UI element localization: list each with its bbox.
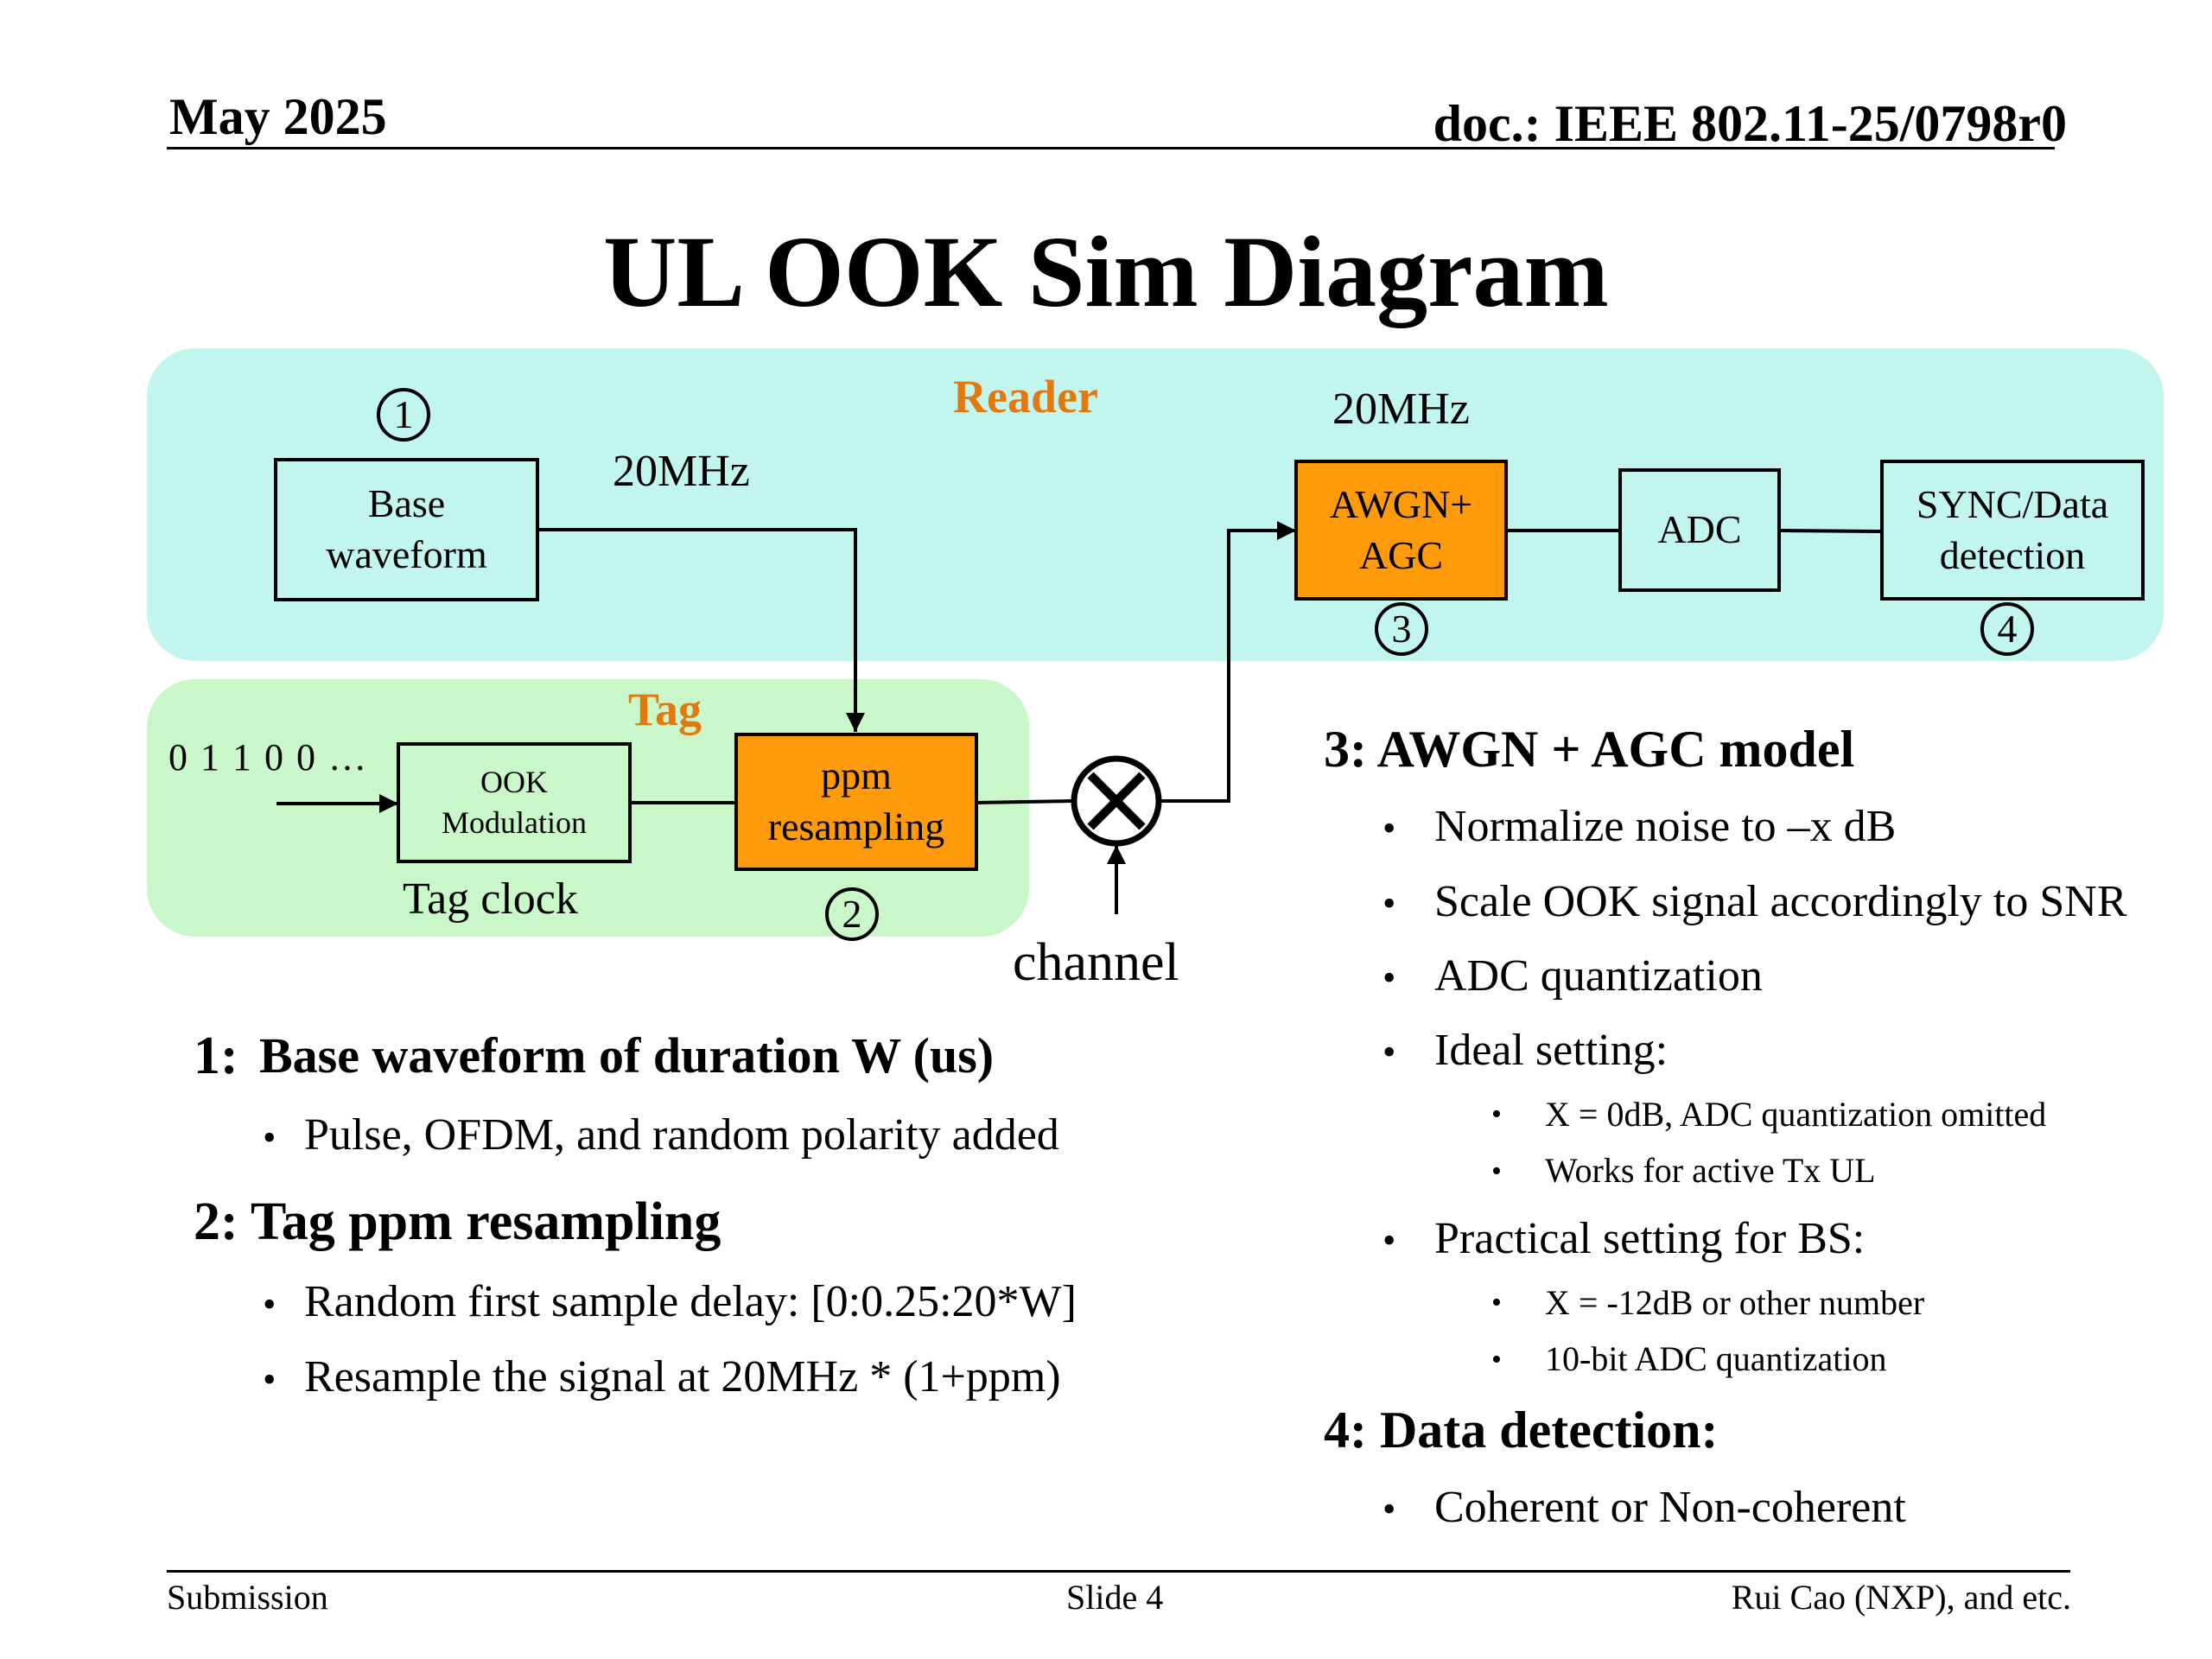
bullet-dot: • <box>1382 882 1396 925</box>
footer-slide-number: Slide 4 <box>1066 1578 1164 1617</box>
bit-sequence-label: 0 1 1 0 0 … <box>168 736 368 779</box>
bullet-dot: • <box>263 1283 276 1325</box>
sync-data-detection-block: SYNC/Data detection <box>1880 460 2145 601</box>
bullet-dot: • <box>1491 1098 1502 1130</box>
section-2-bullet-1: Random first sample delay: [0:0.25:20*W] <box>304 1277 1077 1326</box>
step-marker-2: 2 <box>825 887 879 941</box>
practical-setting-bullet: Practical setting for BS: <box>1434 1214 1866 1263</box>
section-2-title: 2: Tag ppm resampling <box>194 1192 721 1251</box>
slide-title: UL OOK Sim Diagram <box>603 215 1609 328</box>
section-4-bullet-1: Coherent or Non-coherent <box>1434 1483 1906 1532</box>
bullet-dot: • <box>263 1116 276 1159</box>
footer-submission: Submission <box>167 1578 328 1617</box>
step-marker-1: 1 <box>377 388 430 442</box>
freq-label-20mhz-1: 20MHz <box>613 447 750 496</box>
tag-label: Tag <box>628 683 702 735</box>
footer-rule <box>167 1570 2070 1573</box>
base-waveform-block: Base waveform <box>274 458 539 601</box>
section-3-bullet-3: ADC quantization <box>1434 951 1763 1001</box>
step-marker-3: 3 <box>1375 602 1428 656</box>
footer-author: Rui Cao (NXP), and etc. <box>1731 1578 2071 1617</box>
section-2-bullet-2: Resample the signal at 20MHz * (1+ppm) <box>304 1352 1061 1402</box>
header-rule <box>167 147 2055 149</box>
section-3-bullet-1: Normalize noise to –x dB <box>1434 802 1897 851</box>
section-1-title: Base waveform of duration W (us) <box>259 1027 995 1084</box>
practical-sub-bullet-2: 10-bit ADC quantization <box>1545 1339 1887 1378</box>
section-3-bullet-2: Scale OOK signal accordingly to SNR <box>1434 877 2127 926</box>
step-marker-4: 4 <box>1980 602 2034 656</box>
wire-mixer-to-awgn <box>1160 521 1296 803</box>
wire-base-to-ppm <box>537 528 865 732</box>
freq-label-20mhz-2: 20MHz <box>1332 385 1470 434</box>
section-3-bullet-4: Ideal setting: <box>1434 1026 1669 1075</box>
ideal-sub-bullet-1: X = 0dB, ADC quantization omitted <box>1545 1095 2047 1134</box>
channel-label: channel <box>1013 933 1179 992</box>
section-3-title: 3: AWGN + AGC model <box>1324 721 1855 778</box>
mixer-icon <box>1071 755 1162 847</box>
ideal-sub-bullet-2: Works for active Tx UL <box>1545 1151 1876 1190</box>
bullet-dot: • <box>1382 1488 1396 1530</box>
section-1-bullet-1: Pulse, OFDM, and random polarity added <box>304 1110 1059 1160</box>
tag-clock-label: Tag clock <box>403 874 578 924</box>
header-date: May 2025 <box>169 88 387 145</box>
wire-ppm-to-mixer <box>976 799 1074 804</box>
awgn-agc-block: AWGN+ AGC <box>1294 460 1508 601</box>
bullet-dot: • <box>1382 957 1396 999</box>
reader-label: Reader <box>953 371 1098 423</box>
header-doc-id: doc.: IEEE 802.11-25/0798r0 <box>1433 95 2067 152</box>
bullet-dot: • <box>1491 1155 1502 1187</box>
adc-block: ADC <box>1618 468 1781 592</box>
section-4-title: 4: Data detection: <box>1324 1402 1719 1459</box>
bullet-dot: • <box>1382 1031 1396 1073</box>
ppm-resampling-block: ppm resampling <box>734 733 978 871</box>
ook-modulation-block: OOK Modulation <box>397 742 632 863</box>
bullet-dot: • <box>263 1358 276 1401</box>
bullet-dot: • <box>1382 807 1396 849</box>
bullet-dot: • <box>1491 1287 1502 1319</box>
bullet-dot: • <box>1491 1344 1502 1376</box>
practical-sub-bullet-1: X = -12dB or other number <box>1545 1283 1925 1322</box>
bullet-dot: • <box>1382 1219 1396 1262</box>
section-1-number: 1: <box>194 1027 238 1085</box>
